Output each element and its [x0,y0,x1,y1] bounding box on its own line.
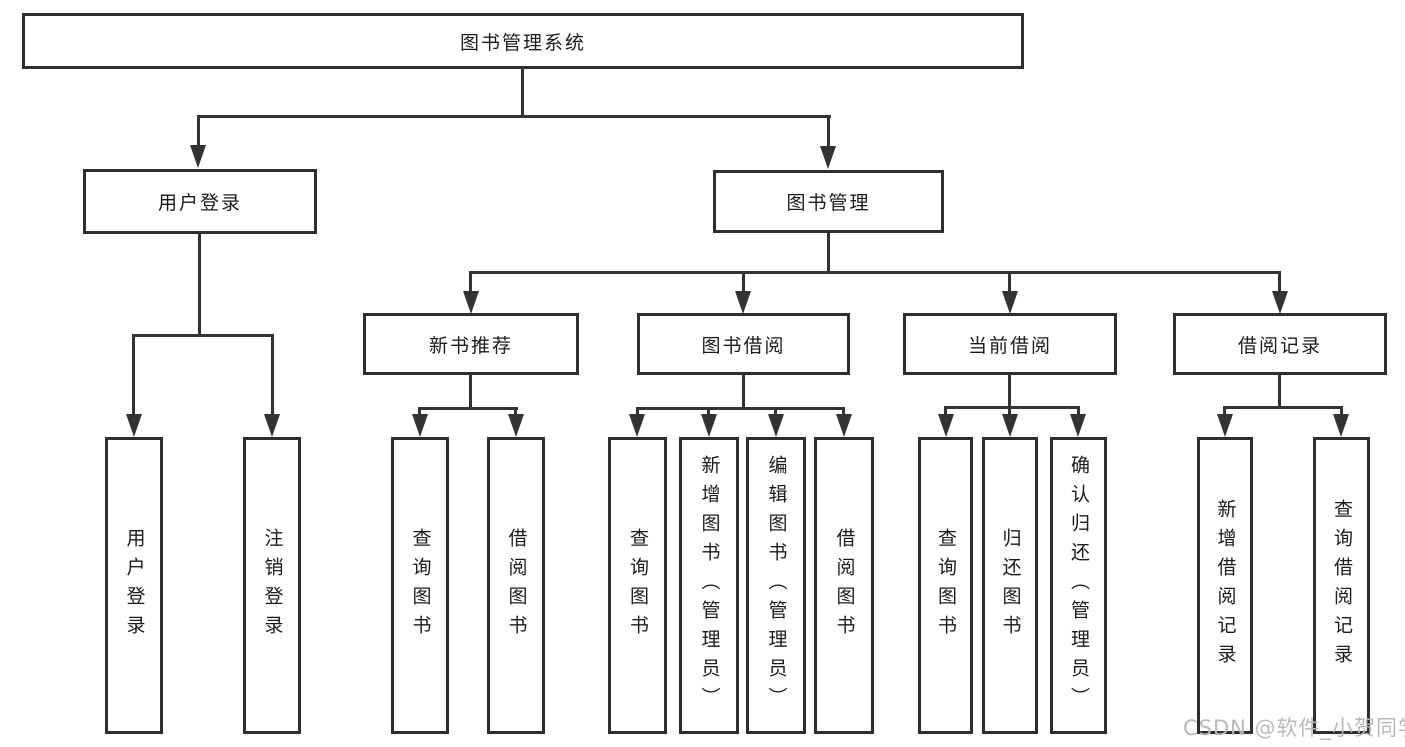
arrowhead [820,146,836,169]
arrowhead [938,414,954,437]
connector-line [1223,406,1342,409]
connector-line [1278,271,1281,293]
node-user-login-label: 用户登录 [157,192,242,214]
node-borrowing-records: 借阅记录 [1173,313,1387,375]
arrowhead [508,414,524,437]
node-leaf-user-login-label: 用户登录 [123,527,146,644]
connector-line [418,407,518,410]
connector-line [198,234,201,337]
connector-line [1077,406,1080,417]
connector-line [636,407,639,417]
node-leaf-query-books-3: 查询图书 [918,437,973,734]
connector-line [197,115,200,147]
connector-line [742,271,745,293]
arrowhead [264,414,280,437]
node-leaf-query-books-1-label: 查询图书 [409,527,432,644]
node-leaf-user-login: 用户登录 [105,437,163,734]
node-leaf-borrow-books-2-label: 借阅图书 [833,527,856,644]
connector-line [1008,375,1011,409]
arrowhead [1002,414,1018,437]
node-book-management: 图书管理 [713,170,944,233]
node-new-book-recommend: 新书推荐 [363,313,579,375]
connector-line [1340,406,1343,417]
arrowhead [836,414,852,437]
connector-line [198,115,831,118]
connector-line [132,334,274,337]
node-leaf-query-borrow-record-label: 查询借阅记录 [1331,498,1353,673]
connector-line [1008,406,1011,417]
node-leaf-query-books-2: 查询图书 [608,437,667,734]
connector-line [514,407,517,417]
node-leaf-return-books-label: 归还图书 [999,527,1022,644]
connector-line [469,271,1281,274]
node-leaf-borrow-books-1: 借阅图书 [487,437,545,734]
connector-line [418,407,421,417]
node-leaf-borrow-books-1-label: 借阅图书 [505,527,528,644]
arrowhead [463,291,479,314]
connector-line [469,271,472,293]
arrowhead [1217,414,1233,437]
node-leaf-query-books-3-label: 查询图书 [935,527,957,644]
node-root-label: 图书管理系统 [459,31,586,54]
node-leaf-return-books: 归还图书 [982,437,1038,734]
connector-line [827,233,830,274]
node-book-management-label: 图书管理 [786,192,871,214]
node-book-borrowing: 图书借阅 [637,313,850,375]
node-current-borrowing-label: 当前借阅 [967,334,1052,357]
connector-line [1223,406,1226,417]
connector-line [521,67,524,117]
connector-line [132,334,135,416]
arrowhead [735,291,751,314]
connector-line [842,407,845,417]
connector-line [707,407,710,417]
node-leaf-add-book-admin-label: 新增图书（管理员） [698,455,721,716]
connector-line [944,406,947,417]
arrowhead [701,414,717,437]
arrowhead [1002,291,1018,314]
node-leaf-query-books-1: 查询图书 [391,437,449,734]
arrowhead [629,414,645,437]
node-leaf-add-book-admin: 新增图书（管理员） [679,437,739,734]
connector-line [827,115,830,147]
arrowhead [768,414,784,437]
connector-line [1008,271,1011,293]
node-leaf-logout: 注销登录 [243,437,301,734]
connector-line [271,334,274,416]
node-root: 图书管理系统 [22,13,1024,69]
connector-line [774,407,777,417]
node-leaf-logout-label: 注销登录 [261,527,284,644]
arrowhead [1272,291,1288,314]
arrowhead [412,414,428,437]
node-leaf-borrow-books-2: 借阅图书 [814,437,874,734]
node-leaf-confirm-return-admin-label: 确认归还（管理员） [1068,455,1090,716]
node-new-book-recommend-label: 新书推荐 [428,334,513,357]
connector-line [636,407,845,410]
node-leaf-edit-book-admin-label: 编辑图书（管理员） [765,455,788,716]
connector-line [1278,375,1281,409]
connector-line [944,406,1080,409]
arrowhead [1070,414,1086,437]
node-leaf-add-borrow-record: 新增借阅记录 [1197,437,1253,734]
node-leaf-edit-book-admin: 编辑图书（管理员） [746,437,806,734]
watermark: CSDN @软件_小贺同学 [1183,716,1405,740]
node-book-borrowing-label: 图书借阅 [701,334,786,357]
connector-line [742,375,745,410]
arrowhead [1333,414,1349,437]
node-leaf-confirm-return-admin: 确认归还（管理员） [1050,437,1107,734]
node-user-login: 用户登录 [83,169,317,234]
node-leaf-query-borrow-record: 查询借阅记录 [1313,437,1370,734]
node-current-borrowing: 当前借阅 [903,313,1117,375]
node-leaf-add-borrow-record-label: 新增借阅记录 [1214,498,1237,673]
arrowhead [190,145,206,168]
arrowhead [126,414,142,437]
connector-line [469,375,472,410]
node-borrowing-records-label: 借阅记录 [1237,334,1322,357]
node-leaf-query-books-2-label: 查询图书 [627,527,649,644]
